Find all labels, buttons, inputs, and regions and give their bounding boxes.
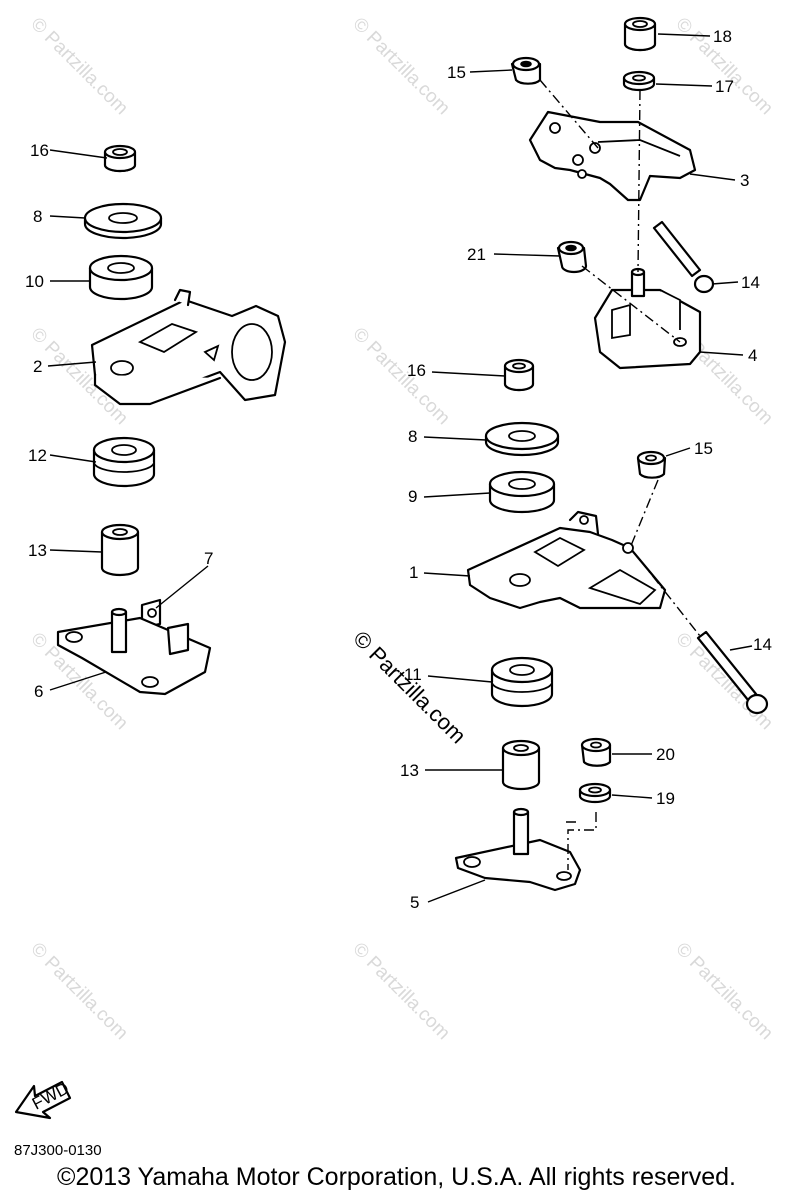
part-3-bracket	[528, 110, 697, 202]
callout-8: 8	[33, 207, 42, 226]
part-13-collar-right	[501, 739, 541, 791]
part-1-bracket	[466, 510, 667, 610]
callout-14: 14	[741, 273, 760, 292]
assembly-lines	[539, 79, 701, 870]
callout-1: 1	[409, 563, 418, 582]
callout-10: 10	[25, 272, 44, 291]
watermark-text: © Partzilla.com	[26, 14, 131, 119]
callout-6: 6	[34, 682, 43, 701]
callout-8: 8	[408, 427, 417, 446]
callout-17: 17	[715, 77, 734, 96]
left-callouts: 16 8 10 2 12 13 7 6	[25, 141, 213, 701]
callout-16: 16	[30, 141, 49, 160]
part-6-plate	[56, 607, 212, 696]
part-15-nut-right	[636, 450, 667, 479]
diagram-code: 87J300-0130	[14, 1142, 102, 1159]
callout-11: 11	[404, 665, 422, 684]
watermark-text: © Partzilla.com	[26, 939, 131, 1044]
callout-7: 7	[204, 549, 213, 568]
part-20-nut	[580, 737, 612, 767]
part-2-bracket	[90, 288, 287, 406]
callout-19: 19	[656, 789, 675, 808]
part-12-rubber-mount	[92, 436, 156, 488]
part-13-collar-left	[100, 523, 140, 577]
part-11-rubber-mount	[490, 656, 554, 708]
part-18-nut	[623, 16, 657, 52]
part-4-engine-mount	[593, 267, 702, 370]
callout-16: 16	[407, 361, 426, 380]
callout-13: 13	[400, 761, 419, 780]
part-19-washer	[578, 782, 612, 804]
part-10-spacer	[88, 254, 154, 301]
callout-14: 14	[753, 635, 772, 654]
part-21-nut	[556, 240, 588, 274]
copyright-notice: ©2013 Yamaha Motor Corporation, U.S.A. A…	[57, 1163, 736, 1191]
part-16-nut-right	[503, 358, 535, 392]
callout-21: 21	[467, 245, 486, 264]
watermark-main: © Partzilla.com	[348, 626, 471, 749]
callout-15: 15	[694, 439, 713, 458]
right-callouts: 18 17 15 3 14 21 4 16 8 9 15 1 14 11 13 …	[400, 27, 772, 912]
callout-9: 9	[408, 487, 417, 506]
callout-20: 20	[656, 745, 675, 764]
watermark-text: © Partzilla.com	[348, 14, 453, 119]
callout-18: 18	[713, 27, 732, 46]
callout-4: 4	[748, 346, 757, 365]
part-9-spacer	[488, 470, 556, 514]
callout-5: 5	[410, 893, 419, 912]
part-8-washer-left	[83, 202, 163, 240]
part-5-plate	[454, 807, 582, 892]
watermark-text: © Partzilla.com	[348, 324, 453, 429]
callout-15: 15	[447, 63, 466, 82]
watermark-text: © Partzilla.com	[348, 939, 453, 1044]
watermark-text: © Partzilla.com	[671, 939, 776, 1044]
fwd-arrow-icon: FWD	[14, 1079, 72, 1120]
part-16-nut-left	[103, 144, 137, 173]
part-17-washer	[622, 70, 656, 92]
callout-13: 13	[28, 541, 47, 560]
callout-3: 3	[740, 171, 749, 190]
callout-2: 2	[33, 357, 42, 376]
part-8-washer-right	[484, 421, 560, 457]
callout-12: 12	[28, 446, 47, 465]
part-14-bolt-upper	[652, 220, 715, 294]
part-15-nut-top	[510, 56, 542, 85]
part-14-bolt-lower	[696, 630, 769, 715]
